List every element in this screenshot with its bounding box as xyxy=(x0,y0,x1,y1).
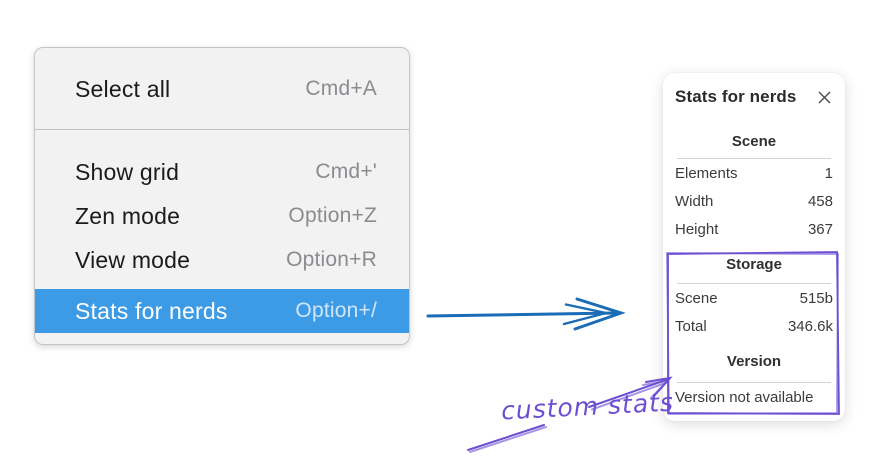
stat-row-width: Width 458 xyxy=(675,187,833,215)
menu-item-label: Zen mode xyxy=(75,202,181,229)
menu-item-shortcut: Cmd+A xyxy=(305,77,377,100)
menu-item-shortcut: Cmd+' xyxy=(315,160,377,183)
section-header-storage: Storage xyxy=(726,256,782,273)
menu-item-shortcut: Option+/ xyxy=(295,299,377,322)
stats-panel-title: Stats for nerds xyxy=(675,87,797,106)
context-menu: Select all Cmd+A Show grid Cmd+' Zen mod… xyxy=(34,47,410,345)
version-note: Version not available xyxy=(675,388,814,406)
menu-item-zen-mode[interactable]: Zen mode Option+Z xyxy=(35,194,409,238)
stat-row-elements: Elements 1 xyxy=(675,159,833,187)
stat-label: Total xyxy=(675,317,707,335)
stat-value: 1 xyxy=(824,164,833,182)
menu-item-select-all[interactable]: Select all Cmd+A xyxy=(35,67,409,111)
stat-label: Scene xyxy=(675,289,718,307)
menu-divider xyxy=(35,129,409,130)
stat-row-total-storage: Total 346.6k xyxy=(675,312,833,340)
menu-item-label: Show grid xyxy=(75,158,180,185)
stats-panel: Stats for nerds Scene Elements 1 Width 4… xyxy=(663,73,845,421)
section-header-version: Version xyxy=(726,353,782,370)
stat-value: 367 xyxy=(807,220,833,238)
stats-panel-header: Stats for nerds xyxy=(675,86,833,108)
menu-item-shortcut: Option+Z xyxy=(288,204,377,227)
menu-item-shortcut: Option+R xyxy=(286,248,377,271)
stat-label: Height xyxy=(675,220,719,238)
stat-value: 458 xyxy=(807,192,833,210)
menu-item-label: View mode xyxy=(75,246,191,273)
stat-value: 515b xyxy=(799,289,833,307)
close-icon xyxy=(818,91,830,103)
section-divider xyxy=(677,158,831,159)
menu-item-label: Select all xyxy=(75,75,171,102)
stat-label: Width xyxy=(675,192,714,210)
stat-row-scene-storage: Scene 515b xyxy=(675,284,833,312)
menu-item-label: Stats for nerds xyxy=(75,297,228,324)
section-header-scene: Scene xyxy=(731,133,777,150)
close-button[interactable] xyxy=(815,88,833,106)
stat-label: Elements xyxy=(675,164,738,182)
menu-item-stats-for-nerds[interactable]: Stats for nerds Option+/ xyxy=(35,289,409,333)
menu-item-view-mode[interactable]: View mode Option+R xyxy=(35,238,409,282)
custom-stats-label: custom stats xyxy=(500,387,675,426)
stat-value: 346.6k xyxy=(787,317,833,335)
stat-row-height: Height 367 xyxy=(675,215,833,243)
menu-item-show-grid[interactable]: Show grid Cmd+' xyxy=(35,150,409,194)
menu-to-panel-arrow xyxy=(426,297,626,331)
